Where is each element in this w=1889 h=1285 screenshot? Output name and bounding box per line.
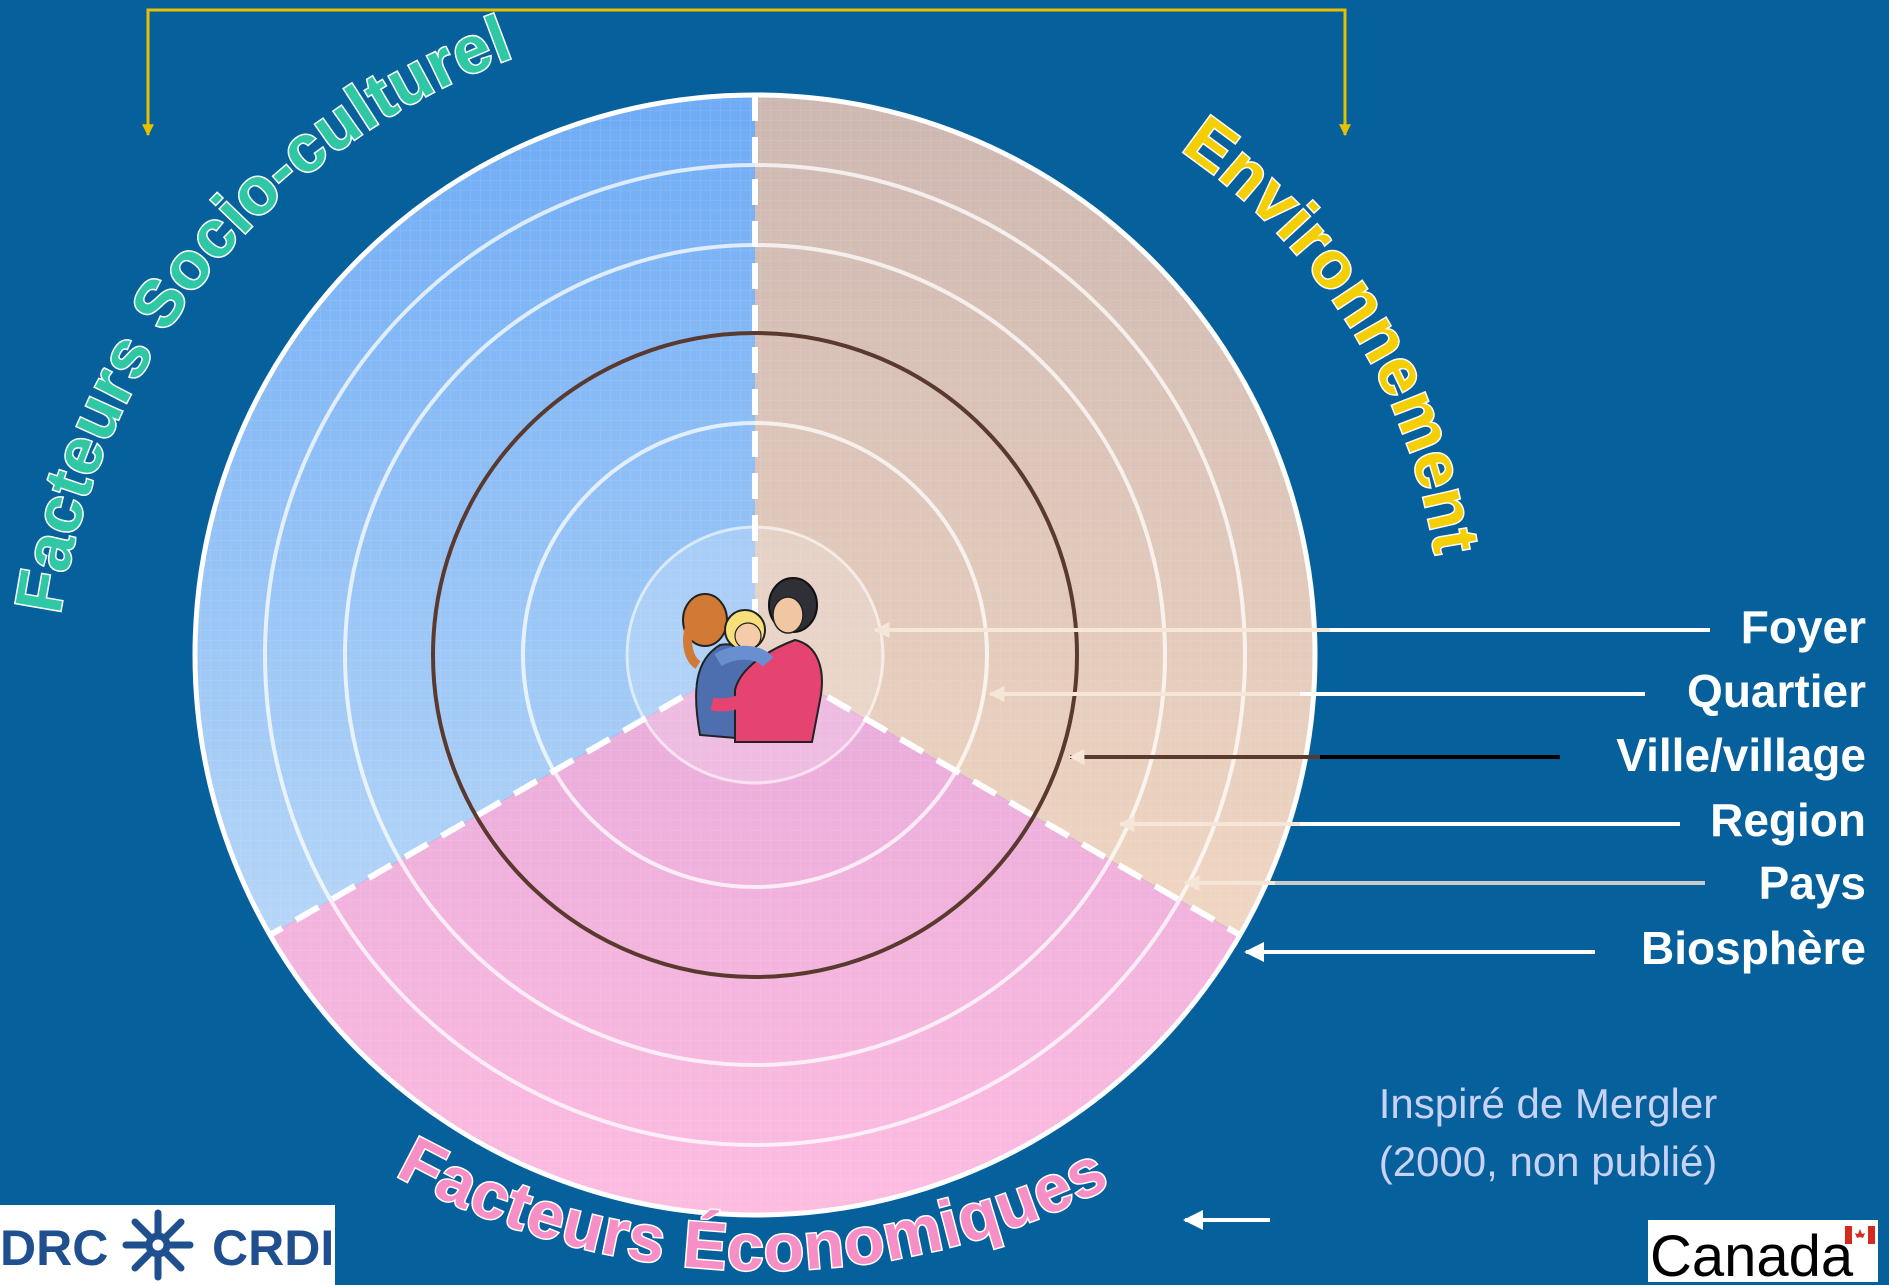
level-label-foyer: Foyer <box>1741 601 1866 653</box>
ring-pays <box>263 163 1247 1147</box>
level-label-pays: Pays <box>1759 857 1866 909</box>
credit-line-1: Inspiré de Mergler <box>1379 1080 1717 1127</box>
idrc-logo: DRC CRDI <box>0 1205 335 1285</box>
credit-line-2: (2000, non publié) <box>1379 1138 1718 1185</box>
ring-ville-village <box>431 331 1079 979</box>
level-label-ville-village: Ville/village <box>1616 729 1866 781</box>
circle-sectors <box>194 95 1316 1216</box>
canada-wordmark-text: Canada <box>1650 1224 1854 1285</box>
level-label-region: Region <box>1710 794 1866 846</box>
top-bracket <box>142 8 1351 137</box>
idrc-logo-text-right: CRDI <box>212 1220 334 1276</box>
idrc-logo-text-left: DRC <box>0 1220 108 1276</box>
idrc-snowflake-icon <box>122 1209 194 1281</box>
canada-flag-icon <box>1845 1226 1875 1244</box>
family-icon <box>682 577 823 743</box>
canada-wordmark: Canada <box>1648 1220 1878 1285</box>
level-pointers <box>873 622 1710 1230</box>
level-label-quartier: Quartier <box>1687 665 1866 717</box>
sector-dividers <box>268 95 1242 938</box>
level-label-biosphere: Biosphère <box>1641 922 1866 974</box>
ring-quartier <box>521 421 989 889</box>
level-labels: Foyer Quartier Ville/village Region Pays… <box>1616 601 1866 974</box>
